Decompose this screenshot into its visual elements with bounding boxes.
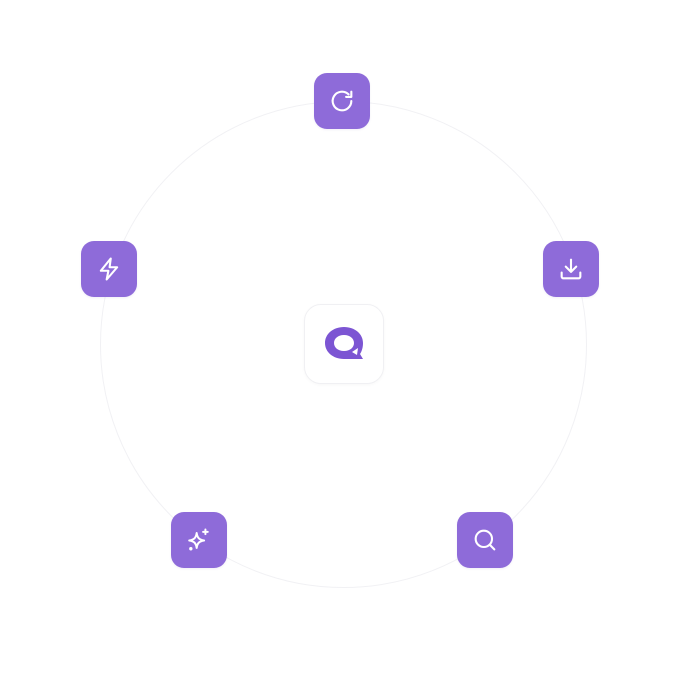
download-button[interactable] — [543, 241, 599, 297]
search-icon — [474, 529, 496, 551]
sparkles-icon — [188, 528, 209, 551]
download-icon — [560, 258, 582, 280]
lightning-icon — [99, 257, 119, 281]
refresh-icon — [331, 90, 353, 112]
app-logo-icon — [325, 327, 363, 359]
sparkles-button[interactable] — [171, 512, 227, 568]
lightning-button[interactable] — [81, 241, 137, 297]
refresh-button[interactable] — [314, 73, 370, 129]
search-button[interactable] — [457, 512, 513, 568]
app-logo-tile — [304, 304, 384, 384]
